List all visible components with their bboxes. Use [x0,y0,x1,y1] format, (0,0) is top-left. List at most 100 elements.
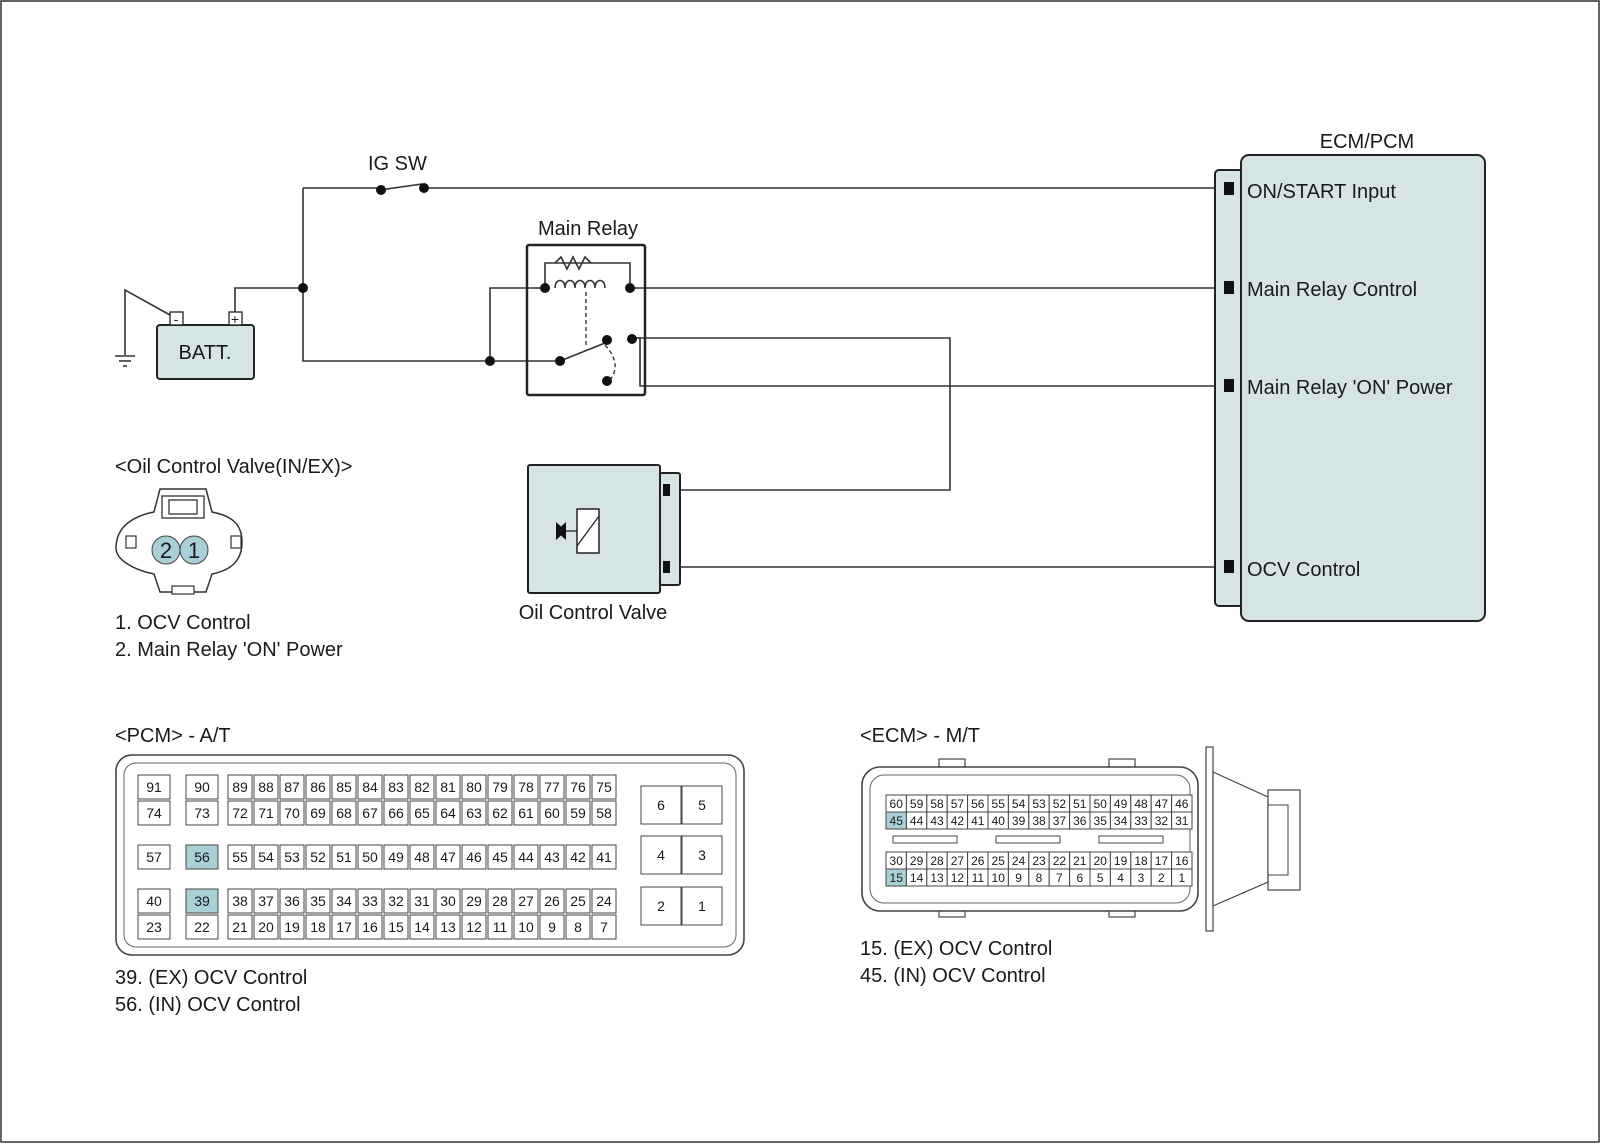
pcm-pin-66-label: 66 [388,805,404,821]
pcm-pin-67-label: 67 [362,805,378,821]
pcm-pin-46: 46 [461,844,487,870]
ecm-pin-52: 52 [1048,794,1071,813]
ecm-pin-36: 36 [1069,811,1091,830]
ecm-pin-54: 54 [1007,794,1030,813]
pcm-pin-63-label: 63 [466,805,482,821]
ecm-connector-title: <ECM> - M/T [860,725,980,747]
pcm-pin-59: 59 [565,800,591,826]
ecm-pin-16-label: 16 [1175,854,1189,868]
ecm-pin-60-label: 60 [890,797,904,811]
ecm-pin-33-label: 33 [1134,814,1148,828]
pcm-pin-33-label: 33 [362,893,378,909]
pcm-pin-25-label: 25 [570,893,586,909]
ecm-pcm-title: ECM/PCM [1320,131,1414,153]
pcm-pin-59-label: 59 [570,805,586,821]
pcm-pin-24: 24 [591,888,617,914]
pcm-pin-7: 7 [591,914,617,940]
pcm-pin-6-label: 6 [657,797,665,813]
pcm-pin-21: 21 [227,914,253,940]
ecm-pin-27-label: 27 [951,854,965,868]
ecm-pin-35: 35 [1089,811,1111,830]
ecm-pin-21: 21 [1069,851,1091,870]
pcm-pin-17: 17 [331,914,357,940]
ecm-pin-9: 9 [1007,868,1030,887]
pcm-pin-21-label: 21 [232,919,248,935]
pcm-pin-29: 29 [461,888,487,914]
ecm-pin-34: 34 [1109,811,1132,830]
pcm-pin-28-label: 28 [492,893,508,909]
pcm-pin-8-label: 8 [574,919,582,935]
ocv-connector-title: <Oil Control Valve(IN/EX)> [115,456,353,478]
ecm-pin-15-label: 15 [890,871,904,885]
ecm-pin-57: 57 [946,794,969,813]
pcm-pin-14-label: 14 [414,919,430,935]
ecm-pin-on-start-input: ON/START Input [1247,181,1396,203]
pcm-pin-89-label: 89 [232,779,248,795]
pcm-pin-90: 90 [185,774,219,800]
pcm-pin-58: 58 [591,800,617,826]
pcm-pin-11-label: 11 [493,919,508,935]
ecm-pin-37-label: 37 [1053,814,1067,828]
ecm-pin-11: 11 [967,868,989,887]
ecm-pin-36-label: 36 [1073,814,1087,828]
pcm-pin-25: 25 [565,888,591,914]
pcm-pin-1-label: 1 [698,898,706,914]
pcm-pin-52-label: 52 [310,849,326,865]
pcm-pin-29-label: 29 [466,893,482,909]
ecm-pin-22: 22 [1048,851,1071,870]
ecm-pin-38: 38 [1028,811,1050,830]
pcm-pin-38-label: 38 [232,893,248,909]
ecm-pin-57-label: 57 [951,797,965,811]
pcm-pin-14: 14 [409,914,435,940]
ecm-pin-1: 1 [1171,868,1193,887]
pcm-pin-86-label: 86 [310,779,326,795]
ecm-pin-43-label: 43 [930,814,944,828]
pcm-pin-36: 36 [279,888,305,914]
ecm-pin-43: 43 [926,811,948,830]
ecm-pin-40-label: 40 [992,814,1006,828]
ecm-pin-25: 25 [987,851,1009,870]
ecm-pin-8: 8 [1028,868,1050,887]
ocv-connector-pin-1: 1 [188,538,200,563]
pcm-pin-76-label: 76 [570,779,586,795]
ecm-pin-main-relay-control: Main Relay Control [1247,279,1417,301]
ecm-pin-51-label: 51 [1073,797,1087,811]
ecm-pin-41-label: 41 [971,814,985,828]
ecm-pin-23-label: 23 [1032,854,1046,868]
ecm-pin-12-label: 12 [951,871,965,885]
pcm-legend-1: 39. (EX) OCV Control [115,967,307,989]
pcm-pin-6: 6 [640,785,682,825]
main-relay: Main Relay [525,218,647,397]
ocv-legend-1: 1. OCV Control [115,612,251,634]
ocv-legend-2: 2. Main Relay 'ON' Power [115,639,343,661]
ecm-pin-58-label: 58 [930,797,944,811]
pcm-pin-78-label: 78 [518,779,534,795]
pcm-pin-49: 49 [383,844,409,870]
pcm-connector-title: <PCM> - A/T [115,725,231,747]
pcm-pin-70: 70 [279,800,305,826]
ecm-pin-45: 45 [885,811,907,830]
ecm-pin-5-label: 5 [1097,871,1104,885]
pcm-pin-2-label: 2 [657,898,665,914]
pcm-pin-55-label: 55 [232,849,248,865]
pcm-pin-51: 51 [331,844,357,870]
pcm-pin-82: 82 [409,774,435,800]
ecm-pin-23: 23 [1028,851,1050,870]
pcm-pin-37-label: 37 [258,893,274,909]
pcm-pin-60: 60 [539,800,565,826]
pcm-pin-58-label: 58 [596,805,612,821]
pcm-pin-79: 79 [487,774,513,800]
pcm-pin-64: 64 [435,800,461,826]
ecm-pin-31-label: 31 [1175,814,1189,828]
pcm-pin-75: 75 [591,774,617,800]
ecm-pin-56-label: 56 [971,797,985,811]
pcm-pin-16-label: 16 [362,919,378,935]
pcm-pin-3: 3 [681,835,723,875]
pcm-pin-61-label: 61 [518,805,534,821]
pcm-legend-2: 56. (IN) OCV Control [115,994,301,1016]
pcm-pin-77-label: 77 [544,779,560,795]
ecm-pcm-module: ECM/PCM ON/START Input Main Relay Contro… [1214,131,1486,622]
oil-control-valve: Oil Control Valve [519,464,681,624]
